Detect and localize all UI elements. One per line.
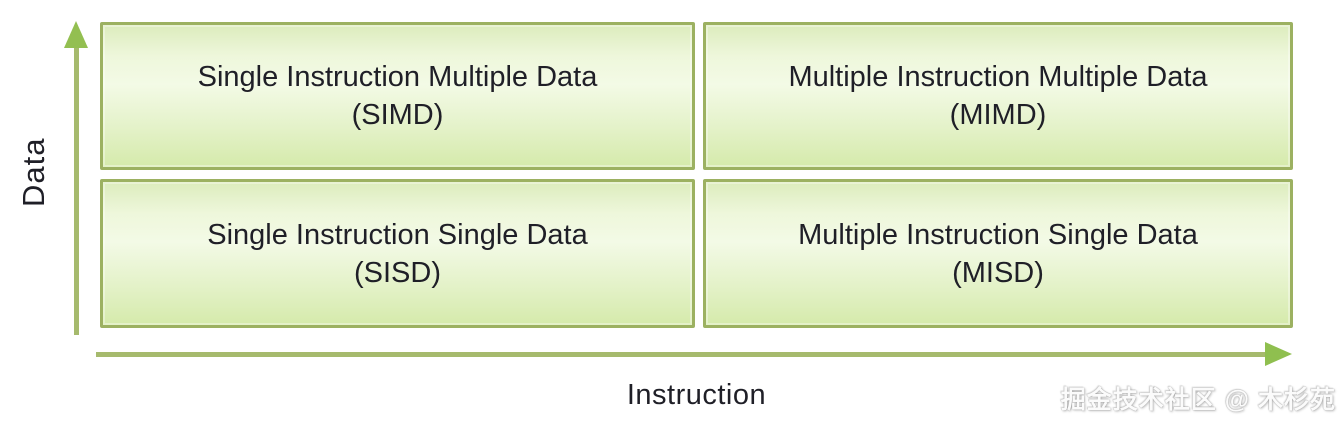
quadrant-sisd: Single Instruction Single Data (SISD)	[100, 179, 695, 328]
x-axis-line	[96, 352, 1267, 357]
quadrant-acronym: (SIMD)	[351, 99, 444, 131]
quadrant-title: Multiple Instruction Multiple Data	[788, 61, 1208, 93]
quadrant-title: Multiple Instruction Single Data	[798, 218, 1198, 251]
quadrant-title: Single Instruction Multiple Data	[197, 61, 598, 93]
quadrant-simd: Single Instruction Multiple Data (SIMD)	[100, 22, 695, 170]
arrow-right-icon	[1265, 342, 1292, 366]
watermark: 掘金技术社区 @ 木杉苑	[1060, 386, 1336, 414]
quadrant-title: Single Instruction Single Data	[207, 218, 588, 251]
quadrant-acronym: (MIMD)	[949, 99, 1047, 131]
quadrant-acronym: (SISD)	[354, 256, 441, 289]
arrow-up-icon	[64, 21, 88, 48]
y-axis-line	[74, 44, 79, 335]
quadrant-grid: Single Instruction Multiple Data (SIMD) …	[100, 22, 1293, 328]
quadrant-acronym: (MISD)	[952, 256, 1044, 289]
quadrant-mimd: Multiple Instruction Multiple Data (MIMD…	[703, 22, 1293, 170]
x-axis-label: Instruction	[626, 379, 767, 411]
y-axis-label: Data	[16, 137, 51, 207]
quadrant-misd: Multiple Instruction Single Data (MISD)	[703, 179, 1293, 328]
